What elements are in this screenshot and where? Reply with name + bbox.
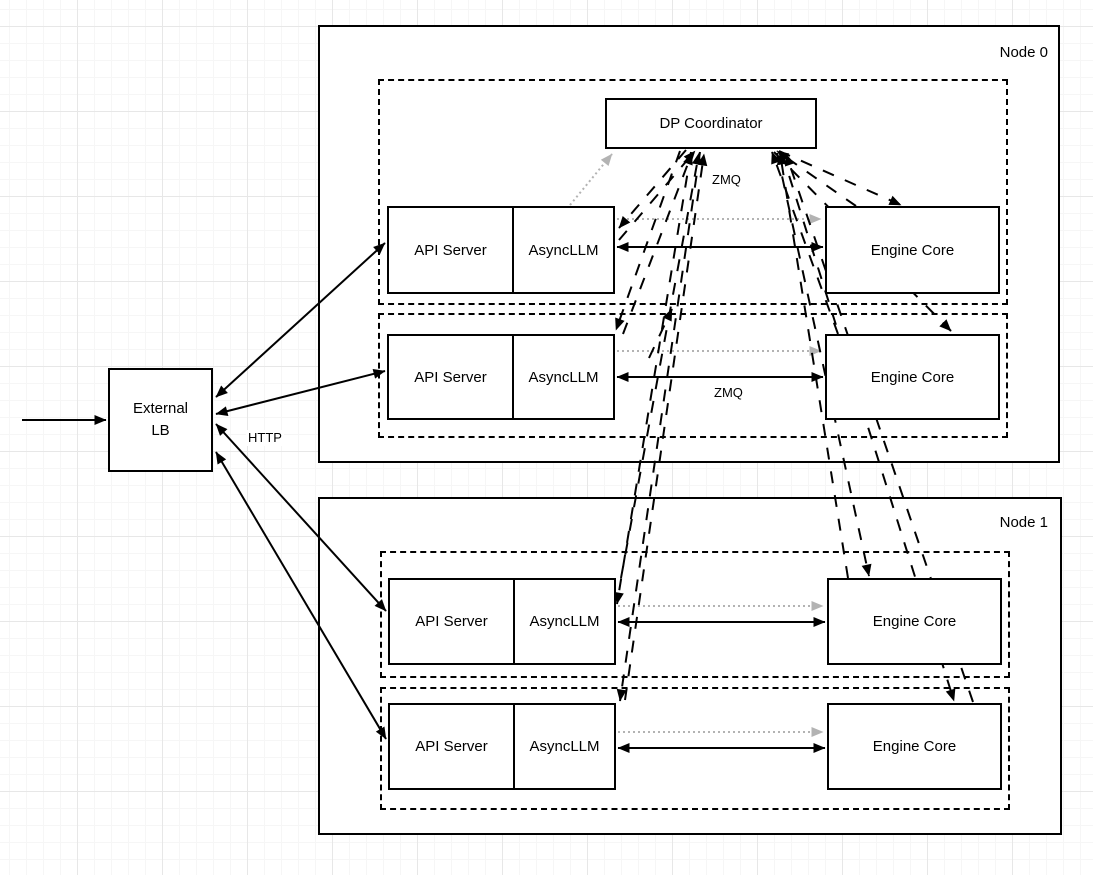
engine-core-box: Engine Core [827,578,1002,665]
api-server-cell: API Server [414,241,487,259]
api-asyncllm-box: API Server AsyncLLM [388,703,616,790]
asyncllm-cell: AsyncLLM [513,580,614,663]
api-asyncllm-box: API Server AsyncLLM [387,334,615,420]
node-1-label: Node 1 [999,514,1048,531]
api-server-cell: API Server [415,738,488,755]
engine-core-box: Engine Core [827,703,1002,790]
node-0-label: Node 0 [999,44,1048,61]
dp-coordinator-box: DP Coordinator [605,98,817,149]
zmq-coordinator-label: ZMQ [710,172,743,188]
zmq-engine-label: ZMQ [712,385,745,401]
engine-core-box: Engine Core [825,334,1000,420]
asyncllm-cell: AsyncLLM [512,208,613,292]
dp-coordinator-label: DP Coordinator [659,115,763,132]
api-asyncllm-box: API Server AsyncLLM [388,578,616,665]
http-label: HTTP [246,430,284,446]
api-server-cell: API Server [415,613,488,630]
engine-core-box: Engine Core [825,206,1000,294]
api-asyncllm-box: API Server AsyncLLM [387,206,615,294]
external-lb-label-line2: LB [151,422,170,439]
asyncllm-cell: AsyncLLM [512,336,613,418]
asyncllm-cell: AsyncLLM [513,705,614,788]
api-server-cell: API Server [414,368,487,386]
external-lb-box: External LB [108,368,213,472]
external-lb-label-line1: External [132,400,189,417]
